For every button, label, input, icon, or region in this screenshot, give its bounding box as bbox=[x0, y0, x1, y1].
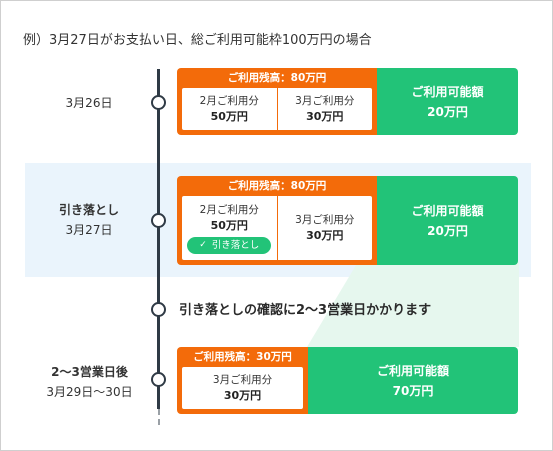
usage-amount: 30万円 bbox=[306, 110, 344, 123]
timeline-dot-1 bbox=[151, 95, 166, 110]
balance-box: ご利用残高：80万円 2月ご利用分 50万円 ✓ 引き落とし 3月ご利用分 30… bbox=[177, 176, 377, 265]
usage-cell: 2月ご利用分 50万円 ✓ 引き落とし bbox=[182, 196, 277, 260]
timeline-dot-2 bbox=[151, 213, 166, 228]
usage-breakdown: 2月ご利用分 50万円 ✓ 引き落とし 3月ご利用分 30万円 bbox=[182, 196, 372, 260]
usage-label: 2月ご利用分 bbox=[199, 204, 259, 216]
balance-label: ご利用残高：30万円 bbox=[193, 351, 292, 363]
usage-breakdown: 2月ご利用分 50万円 3月ご利用分 30万円 bbox=[182, 88, 372, 130]
usage-label: 3月ご利用分 bbox=[212, 374, 273, 386]
usage-amount: 30万円 bbox=[223, 389, 262, 402]
row-date: 3月27日 bbox=[65, 223, 113, 237]
available-box: ご利用可能額 20万円 bbox=[377, 176, 518, 265]
balance-bar-row-1: ご利用残高：80万円 2月ご利用分 50万円 3月ご利用分 30万円 ご利用可能… bbox=[177, 68, 518, 135]
processing-note: 引き落としの確認に2〜3営業日かかります bbox=[179, 303, 432, 318]
debit-badge-label: 引き落とし bbox=[211, 240, 260, 251]
available-label: ご利用可能額 bbox=[411, 203, 484, 218]
timeline-dot-note bbox=[151, 302, 166, 317]
usage-amount: 30万円 bbox=[306, 229, 344, 242]
row-date: 3月29日〜30日 bbox=[46, 385, 133, 399]
available-label: ご利用可能額 bbox=[376, 363, 449, 378]
usage-cell: 3月ご利用分 30万円 bbox=[182, 367, 303, 409]
usage-label: 3月ご利用分 bbox=[295, 95, 355, 107]
row-title: 引き落とし bbox=[58, 203, 119, 217]
balance-box: ご利用残高：30万円 3月ご利用分 30万円 bbox=[177, 347, 308, 414]
usage-breakdown: 3月ご利用分 30万円 bbox=[182, 367, 303, 409]
timeline-continuation bbox=[158, 409, 160, 425]
debit-badge: ✓ 引き落とし bbox=[187, 237, 272, 254]
balance-label: ご利用残高：80万円 bbox=[227, 72, 327, 84]
available-box: ご利用可能額 70万円 bbox=[308, 347, 518, 414]
usage-cell: 3月ご利用分 30万円 bbox=[276, 196, 373, 260]
balance-bar-row-2: ご利用残高：80万円 2月ご利用分 50万円 ✓ 引き落とし 3月ご利用分 30… bbox=[177, 176, 518, 265]
caption: 例）3月27日がお支払い日、総ご利用可能枠100万円の場合 bbox=[23, 33, 372, 48]
balance-box: ご利用残高：80万円 2月ご利用分 50万円 3月ご利用分 30万円 bbox=[177, 68, 377, 135]
usage-label: 2月ご利用分 bbox=[199, 95, 259, 107]
timeline-line bbox=[157, 69, 160, 409]
balance-bar-row-3: ご利用残高：30万円 3月ご利用分 30万円 ご利用可能額 70万円 bbox=[177, 347, 518, 414]
available-amount: 20万円 bbox=[427, 104, 468, 119]
timeline-dot-3 bbox=[151, 372, 166, 387]
usage-amount: 50万円 bbox=[210, 219, 248, 232]
available-label: ご利用可能額 bbox=[411, 84, 484, 99]
usage-cell: 3月ご利用分 30万円 bbox=[276, 88, 373, 130]
usage-label: 3月ご利用分 bbox=[295, 214, 355, 226]
available-box: ご利用可能額 20万円 bbox=[377, 68, 518, 135]
available-amount: 70万円 bbox=[392, 383, 434, 398]
usage-cell: 2月ご利用分 50万円 bbox=[182, 88, 277, 130]
usage-amount: 50万円 bbox=[210, 110, 248, 123]
check-icon: ✓ bbox=[199, 240, 207, 250]
available-amount: 20万円 bbox=[427, 223, 468, 238]
row-title: 2〜3営業日後 bbox=[51, 365, 128, 379]
row-date: 3月26日 bbox=[65, 96, 113, 110]
balance-label: ご利用残高：80万円 bbox=[227, 180, 327, 192]
